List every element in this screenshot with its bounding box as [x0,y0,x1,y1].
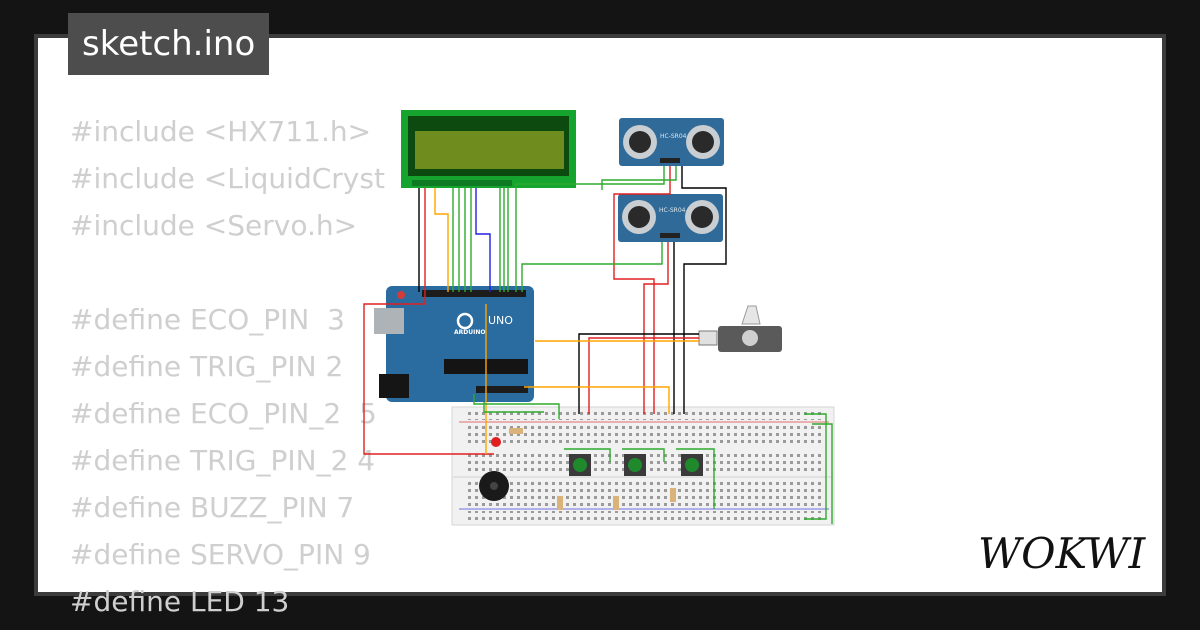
push-button-2 [624,454,646,476]
ultrasonic-sensor-2: HC-SR04 [618,194,723,242]
arduino-uno-board: ARDUINO UNO [374,286,534,402]
sensor-label: HC-SR04 [659,207,686,214]
sketch-title: sketch.ino [68,13,270,75]
code-preview: #include <HX711.h> #include <LiquidCryst… [70,108,385,625]
code-line: #include <HX711.h> [70,115,372,148]
preview-card: #include <HX711.h> #include <LiquidCryst… [34,34,1166,618]
code-line: #include <LiquidCryst [70,162,385,195]
wokwi-logo: WOKWI [978,529,1147,578]
ultrasonic-sensor-1: HC-SR04 [619,118,724,166]
code-line: #define TRIG_PIN 2 [70,350,344,383]
servo-motor [698,305,782,352]
code-line: #define BUZZ_PIN 7 [70,491,355,524]
push-button-3 [681,454,703,476]
code-line: #define LED 13 [70,585,290,618]
push-button-1 [569,454,591,476]
logo-text: WOKWI [978,529,1147,578]
code-line: #define ECO_PIN_2 5 [70,397,377,430]
resistor [509,428,676,510]
circuit-diagram: HC-SR04 HC-SR04 ARDUINO UNO [363,110,835,526]
code-line: #define ECO_PIN 3 [70,303,345,336]
buzzer [479,471,509,501]
code-line: #define TRIG_PIN_2 4 [70,444,376,477]
sensor-label: HC-SR04 [660,133,687,140]
red-led [491,437,501,447]
board-model: UNO [488,314,513,327]
code-line: #define SERVO_PIN 9 [70,538,371,571]
wires [363,166,833,524]
code-line: #include <Servo.h> [70,209,358,242]
lcd-display [401,110,576,188]
board-brand: ARDUINO [454,329,485,336]
